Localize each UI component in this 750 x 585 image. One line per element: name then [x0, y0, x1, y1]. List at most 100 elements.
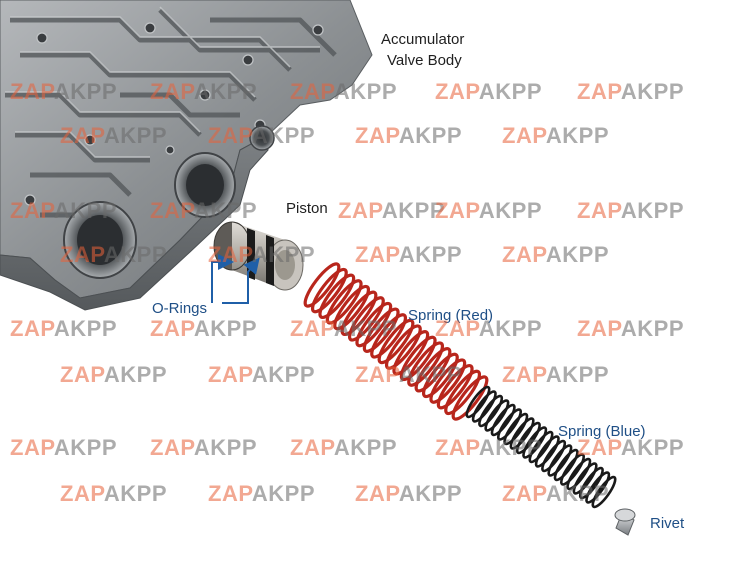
watermark: ZAPAKPP: [10, 79, 117, 104]
spring-coil: [547, 444, 573, 477]
spring-coil: [414, 347, 452, 393]
spring-coil: [522, 426, 548, 459]
spring-coil: [429, 358, 467, 404]
spring-coil: [509, 417, 535, 450]
watermark: ZAPAKPP: [435, 79, 542, 104]
o-ring: [266, 235, 274, 286]
accumulator-bores: [63, 125, 275, 279]
watermark: ZAPAKPP: [150, 316, 257, 341]
spring-coil: [347, 296, 385, 342]
watermark: ZAPAKPP: [577, 316, 684, 341]
watermark: ZAPAKPP: [355, 481, 462, 506]
spring-coil: [559, 453, 586, 486]
spring-coil: [496, 408, 523, 441]
spring-red-label: Spring (Red): [408, 307, 494, 324]
spring-coil: [407, 341, 445, 387]
spring-coil: [444, 369, 482, 416]
rivet: [614, 508, 636, 536]
spring-coil: [399, 335, 437, 382]
watermark: ZAPAKPP: [150, 435, 257, 460]
spring-coil: [484, 399, 510, 432]
spring-coil: [490, 403, 516, 437]
spring-coil: [325, 279, 363, 325]
spring-coil: [340, 290, 378, 337]
watermark: ZAPAKPP: [10, 316, 117, 341]
o-rings-arrow: [222, 257, 260, 304]
spring-coil: [553, 448, 579, 482]
watermark: ZAPAKPP: [502, 123, 609, 148]
watermark: ZAPAKPP: [60, 242, 167, 267]
watermark: ZAPAKPP: [338, 198, 445, 223]
spring-coil: [421, 352, 459, 399]
o-rings-callout: [211, 254, 260, 304]
spring-coil: [310, 267, 348, 314]
spring-blue: [465, 385, 617, 509]
watermark: ZAPAKPP: [208, 481, 315, 506]
watermark: ZAPAKPP: [60, 362, 167, 387]
spring-coil: [578, 466, 604, 500]
valve-body-label-line2: Valve Body: [387, 52, 462, 69]
watermark: ZAPAKPP: [208, 362, 315, 387]
spring-coil: [478, 394, 504, 428]
watermark: ZAPAKPP: [435, 198, 542, 223]
watermark: ZAPAKPP: [10, 198, 117, 223]
valve-body-channels-hi: [5, 6, 320, 158]
spring-coil: [541, 439, 567, 473]
watermark: ZAPAKPP: [60, 123, 167, 148]
spring-coil: [355, 301, 393, 348]
piston-label: Piston: [286, 200, 328, 217]
watermark: ZAPAKPP: [502, 242, 609, 267]
watermark: ZAPAKPP: [290, 316, 397, 341]
spring-coil: [377, 318, 415, 365]
spring-coil: [392, 330, 430, 376]
spring-coil: [370, 313, 408, 359]
rivet-label: Rivet: [650, 515, 685, 532]
watermark: ZAPAKPP: [208, 242, 315, 267]
spring-coil: [333, 284, 371, 331]
spring-coil: [591, 475, 617, 509]
watermark: ZAPAKPP: [577, 198, 684, 223]
accumulator-bore: [186, 164, 224, 206]
watermark: ZAPAKPP: [355, 123, 462, 148]
spring-blue-label: Spring (Blue): [558, 423, 646, 440]
spring-coil: [471, 390, 497, 423]
accumulator-bore: [249, 125, 275, 151]
spring-coil: [534, 435, 560, 468]
valve-body-channels: [5, 8, 337, 237]
watermark: ZAPAKPP: [577, 79, 684, 104]
watermark: ZAPAKPP: [502, 481, 609, 506]
spring-coil: [515, 421, 541, 455]
watermark: ZAPAKPP: [577, 435, 684, 460]
watermark: ZAPAKPP: [355, 242, 462, 267]
spring-coil: [436, 363, 474, 410]
watermark: ZAPAKPP: [10, 435, 117, 460]
watermark: ZAPAKPP: [290, 79, 397, 104]
watermark: ZAPAKPP: [150, 198, 257, 223]
spring-coil: [303, 262, 341, 308]
o-rings-label: O-Rings: [152, 300, 208, 317]
watermark: ZAPAKPP: [502, 362, 609, 387]
spring-coil: [318, 273, 356, 320]
spring-coil: [362, 307, 400, 353]
accumulator-bore: [77, 215, 123, 265]
valve-body: [0, 0, 373, 311]
watermark: ZAPAKPP: [435, 316, 542, 341]
watermark: ZAPAKPP: [435, 435, 542, 460]
valve-body-label-line1: Accumulator: [381, 31, 465, 48]
watermark: ZAPAKPP: [150, 79, 257, 104]
watermark: ZAPAKPP: [208, 123, 315, 148]
spring-coil: [384, 324, 422, 370]
spring-red: [303, 262, 489, 421]
spring-coil: [572, 462, 598, 495]
spring-coil: [566, 457, 592, 491]
spring-coil: [528, 430, 554, 464]
watermark: ZAPAKPP: [60, 481, 167, 506]
spring-coil: [451, 375, 489, 421]
watermark: ZAPAKPP: [355, 362, 462, 387]
o-rings-arrow: [211, 254, 234, 303]
spring-coil: [503, 412, 529, 446]
watermark: ZAPAKPP: [290, 435, 397, 460]
spring-coil: [585, 471, 611, 504]
